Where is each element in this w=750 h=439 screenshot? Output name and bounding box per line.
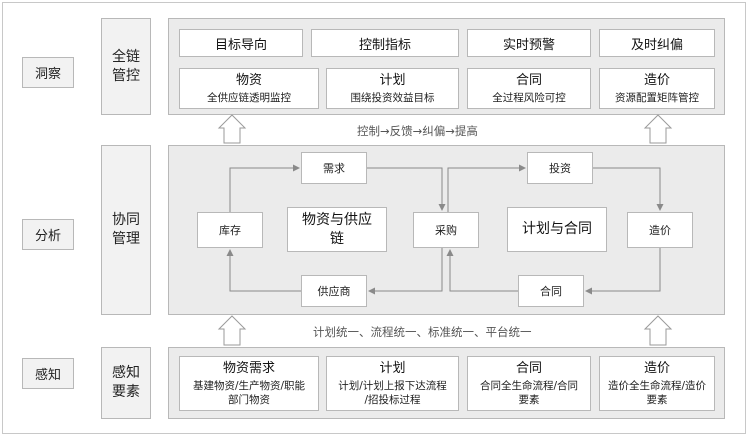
group-collaborative-management: 协同 管理 <box>101 145 151 315</box>
top-tab-goal-label: 目标导向 <box>214 37 267 53</box>
bottom-card-material-sub2: 部门物资 <box>228 394 270 406</box>
flow-label-top: 控制→反馈→纠偏→提高 <box>357 124 478 138</box>
side-label-analysis: 分析 <box>22 219 74 250</box>
top-card-contract-sub: 全过程风险可控 <box>492 92 566 104</box>
node-contract-label: 合同 <box>540 285 562 298</box>
top-card-cost-title: 造价 <box>643 73 670 88</box>
bottom-card-cost-sub1: 造价全生命流程/造价 <box>607 380 707 392</box>
group-chain-line1: 全链 <box>112 48 140 65</box>
node-contract: 合同 <box>518 275 584 307</box>
node-demand-label: 需求 <box>323 162 345 175</box>
node-material-supply-line2: 链 <box>330 230 344 247</box>
top-card-plan-title: 计划 <box>379 73 406 88</box>
group-collab-line1: 协同 <box>112 212 140 228</box>
flow-label-bottom: 计划统一、流程统一、标准统一、平台统一 <box>313 325 532 339</box>
top-tab-timely-correction: 及时纠偏 <box>599 29 715 57</box>
bottom-card-material-sub1: 基建物资/生产物资/职能 <box>192 380 306 392</box>
node-inventory: 库存 <box>197 212 263 248</box>
group-full-chain-control: 全链 管控 <box>101 18 151 115</box>
bottom-card-contract-sub2: 要素 <box>518 394 540 406</box>
bottom-card-material-title: 物资需求 <box>222 361 275 376</box>
top-card-material: 物资 全供应链透明监控 <box>179 68 319 109</box>
top-card-contract-title: 合同 <box>515 73 542 88</box>
group-chain-line2: 管控 <box>112 67 140 84</box>
side-label-insight-text: 洞察 <box>34 67 61 82</box>
top-tab-timely-correction-label: 及时纠偏 <box>630 37 683 53</box>
bottom-card-contract: 合同 合同全生命流程/合同 要素 <box>467 356 591 411</box>
top-card-plan-sub: 围绕投资效益目标 <box>350 92 435 104</box>
node-plan-contract-label: 计划与合同 <box>522 221 592 237</box>
group-elements-line2: 要素 <box>112 384 140 400</box>
bottom-card-plan-sub2: /招投标过程 <box>364 394 421 406</box>
top-tab-realtime-warning-label: 实时预警 <box>502 37 555 53</box>
node-cost-label: 造价 <box>649 224 671 237</box>
node-demand: 需求 <box>301 152 367 184</box>
node-material-supply-line1: 物资与供应 <box>302 211 372 228</box>
top-card-material-title: 物资 <box>235 73 262 88</box>
node-plan-contract: 计划与合同 <box>507 207 607 252</box>
bottom-card-cost: 造价 造价全生命流程/造价 要素 <box>599 356 715 411</box>
top-tab-goal: 目标导向 <box>179 29 303 57</box>
node-inventory-label: 库存 <box>219 224 241 237</box>
top-tab-control-index-label: 控制指标 <box>358 37 411 53</box>
node-investment-label: 投资 <box>549 162 571 175</box>
node-supplier-label: 供应商 <box>317 285 351 298</box>
top-card-material-sub: 全供应链透明监控 <box>207 92 291 104</box>
top-tab-realtime-warning: 实时预警 <box>467 29 591 57</box>
bottom-card-plan-sub1: 计划/计划上报下达流程 <box>338 380 447 392</box>
node-procurement-label: 采购 <box>435 224 457 237</box>
bottom-card-cost-title: 造价 <box>643 361 670 376</box>
bottom-card-plan: 计划 计划/计划上报下达流程 /招投标过程 <box>326 356 459 411</box>
top-card-contract: 合同 全过程风险可控 <box>467 68 591 109</box>
bottom-card-cost-sub2: 要素 <box>646 394 668 406</box>
node-investment: 投资 <box>527 152 593 184</box>
bottom-card-material-demand: 物资需求 基建物资/生产物资/职能 部门物资 <box>179 356 319 411</box>
top-card-cost: 造价 资源配置矩阵管控 <box>599 68 715 109</box>
top-card-cost-sub: 资源配置矩阵管控 <box>615 92 699 104</box>
top-tab-control-index: 控制指标 <box>311 29 459 57</box>
side-label-analysis-text: 分析 <box>34 229 61 244</box>
side-label-perception-text: 感知 <box>34 368 61 383</box>
bottom-card-contract-sub1: 合同全生命流程/合同 <box>479 380 579 392</box>
group-collab-line2: 管理 <box>112 231 140 247</box>
node-material-supply-chain: 物资与供应 链 <box>287 207 387 252</box>
group-perception-elements: 感知 要素 <box>101 347 151 419</box>
top-card-plan: 计划 围绕投资效益目标 <box>326 68 459 109</box>
bottom-card-plan-title: 计划 <box>379 361 406 376</box>
side-label-perception: 感知 <box>22 358 74 389</box>
group-elements-line1: 感知 <box>112 365 140 381</box>
node-supplier: 供应商 <box>301 275 367 307</box>
node-cost: 造价 <box>627 212 693 248</box>
side-label-insight: 洞察 <box>22 57 74 88</box>
bottom-card-contract-title: 合同 <box>515 361 542 376</box>
node-procurement: 采购 <box>413 212 479 248</box>
